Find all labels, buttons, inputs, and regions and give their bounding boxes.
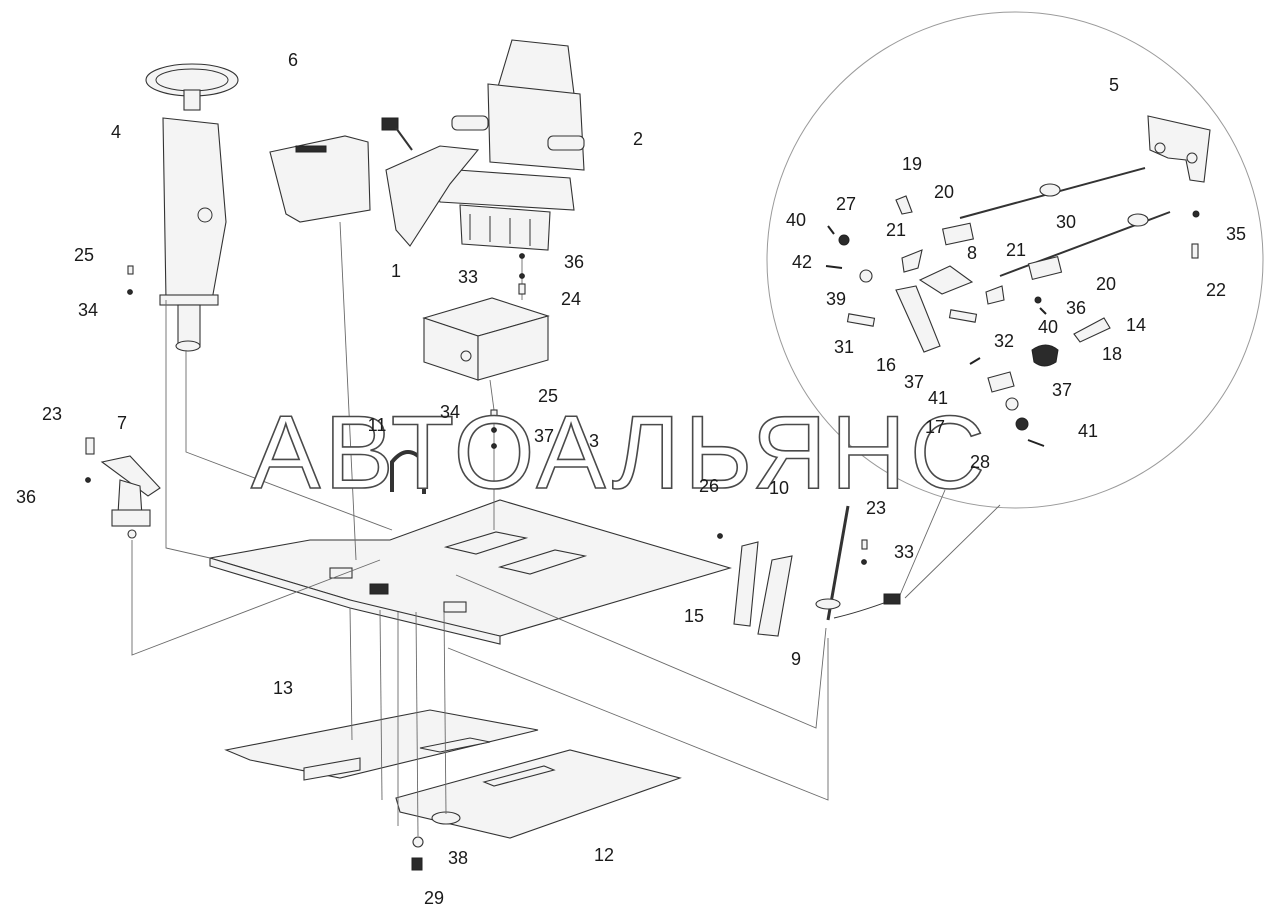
brake-pedal bbox=[100, 455, 161, 539]
callout-10: 10 bbox=[769, 478, 789, 498]
callout-32: 32 bbox=[994, 331, 1014, 351]
washer-38 bbox=[412, 836, 424, 848]
callout-1: 1 bbox=[391, 261, 401, 281]
callout-27: 27 bbox=[836, 194, 856, 214]
callout-20-lower: 20 bbox=[1096, 274, 1116, 294]
callout-6: 6 bbox=[288, 50, 298, 70]
callout-5: 5 bbox=[1109, 75, 1119, 95]
callout-20-upper: 20 bbox=[934, 182, 954, 202]
callout-21-upper: 21 bbox=[886, 220, 906, 240]
lever-parts bbox=[733, 505, 901, 637]
callout-3: 3 bbox=[589, 431, 599, 451]
seat-base-box bbox=[422, 297, 550, 381]
callout-23-left: 23 bbox=[42, 404, 62, 424]
callout-4: 4 bbox=[111, 122, 121, 142]
callout-40-right: 40 bbox=[1038, 317, 1058, 337]
callout-8: 8 bbox=[967, 243, 977, 263]
leader-lines bbox=[131, 221, 829, 837]
callout-33-right: 33 bbox=[894, 542, 914, 562]
detail-circle bbox=[766, 11, 1264, 509]
callout-14: 14 bbox=[1126, 315, 1146, 335]
callout-34-left: 34 bbox=[78, 300, 98, 320]
operator-seat bbox=[381, 39, 585, 251]
callout-13: 13 bbox=[273, 678, 293, 698]
callout-24: 24 bbox=[561, 289, 581, 309]
callout-11: 11 bbox=[368, 415, 387, 435]
callout-18: 18 bbox=[1102, 344, 1122, 364]
fasteners bbox=[85, 210, 1200, 565]
callout-23-right: 23 bbox=[866, 498, 886, 518]
callout-26: 26 bbox=[699, 476, 719, 496]
callout-37-detail-left: 37 bbox=[904, 372, 924, 392]
callout-15: 15 bbox=[684, 606, 704, 626]
callout-7: 7 bbox=[117, 413, 127, 433]
callout-17: 17 bbox=[925, 417, 945, 437]
callout-25-left: 25 bbox=[74, 245, 94, 265]
callout-30: 30 bbox=[1056, 212, 1076, 232]
callout-16: 16 bbox=[876, 355, 896, 375]
cover-plate-12 bbox=[395, 749, 682, 839]
callout-19: 19 bbox=[902, 154, 922, 174]
detail-parts bbox=[838, 115, 1211, 431]
callout-40-left: 40 bbox=[786, 210, 806, 230]
u-bolt bbox=[390, 450, 426, 494]
callout-34-center: 34 bbox=[440, 402, 460, 422]
callout-22: 22 bbox=[1206, 280, 1226, 300]
steering-column bbox=[145, 63, 239, 352]
callout-38: 38 bbox=[448, 848, 468, 868]
cover-plate-13 bbox=[224, 709, 539, 781]
callout-36-detail: 36 bbox=[1066, 298, 1086, 318]
callout-42: 42 bbox=[792, 252, 812, 272]
detail-leader bbox=[899, 489, 1001, 599]
callout-28: 28 bbox=[970, 452, 990, 472]
callout-9: 9 bbox=[791, 649, 801, 669]
callout-36-left: 36 bbox=[16, 487, 36, 507]
callout-41-right: 41 bbox=[1078, 421, 1098, 441]
callout-41-left: 41 bbox=[928, 388, 948, 408]
control-box bbox=[269, 135, 371, 223]
callout-33-center: 33 bbox=[458, 267, 478, 287]
callout-36-center: 36 bbox=[564, 252, 584, 272]
watermark: АВТОАЛЬЯНС bbox=[251, 395, 989, 511]
callout-2: 2 bbox=[633, 129, 643, 149]
floor-plate bbox=[209, 499, 732, 645]
callout-12: 12 bbox=[594, 845, 614, 865]
callout-35: 35 bbox=[1226, 224, 1246, 244]
callout-37-detail-right: 37 bbox=[1052, 380, 1072, 400]
callout-29: 29 bbox=[424, 888, 444, 908]
callout-25-center: 25 bbox=[538, 386, 558, 406]
callout-39: 39 bbox=[826, 289, 846, 309]
callout-31: 31 bbox=[834, 337, 854, 357]
nut-29 bbox=[411, 857, 423, 871]
callout-37-center: 37 bbox=[534, 426, 554, 446]
callout-21-lower: 21 bbox=[1006, 240, 1026, 260]
